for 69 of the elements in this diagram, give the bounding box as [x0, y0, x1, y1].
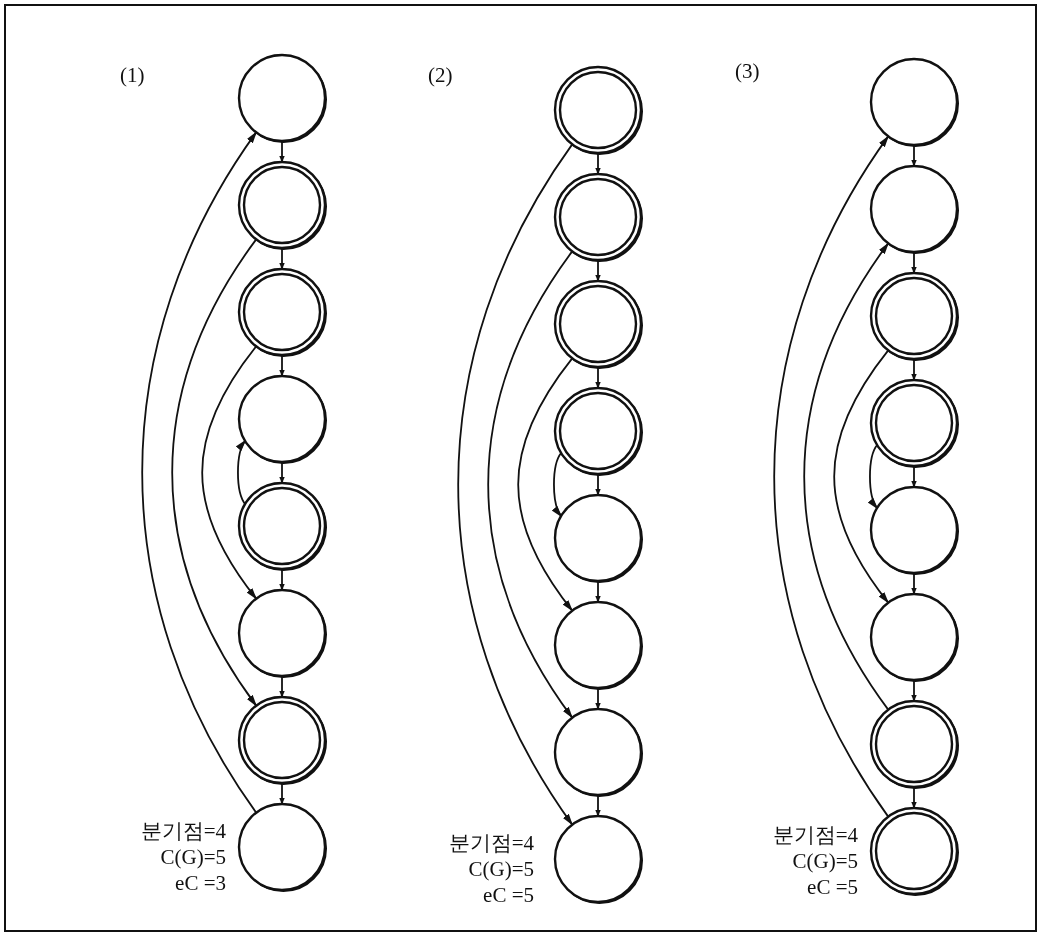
double-state-circle: [238, 268, 328, 358]
double-state-circle: [870, 272, 960, 362]
metric-text: eC =5: [482, 882, 534, 908]
double-state-circle: [238, 482, 328, 572]
state-circle: [238, 375, 328, 465]
arrow: [279, 782, 285, 805]
double-state-circle: [554, 387, 644, 477]
arrow: [595, 473, 601, 496]
state-circle: [870, 593, 960, 683]
state-circle: [870, 486, 960, 576]
arrow: [911, 572, 917, 595]
state-circle: [238, 803, 328, 893]
arrow: [279, 675, 285, 698]
panel-number: (2): [428, 62, 454, 88]
double-state-circle: [554, 173, 644, 263]
double-state-circle: [870, 700, 960, 790]
metric-text: C(G)=5: [159, 844, 226, 870]
state-circle: [554, 815, 644, 905]
curved-arrow: [868, 443, 879, 510]
metric-text: 분기점=4: [139, 818, 226, 844]
arrow: [595, 366, 601, 389]
state-circle: [870, 58, 960, 148]
curved-arrow: [236, 439, 247, 506]
double-state-circle: [238, 696, 328, 786]
curved-arrow: [487, 250, 574, 719]
arrow: [911, 465, 917, 488]
arrow: [595, 687, 601, 710]
state-circle: [554, 601, 644, 691]
panel-number: (1): [120, 62, 146, 88]
double-state-circle: [870, 807, 960, 897]
curved-arrow: [552, 451, 563, 518]
state-circle: [238, 54, 328, 144]
metric-text: C(G)=5: [467, 856, 534, 882]
curved-arrow: [171, 238, 258, 707]
arrow: [279, 568, 285, 591]
arrow: [595, 794, 601, 817]
arrow: [279, 461, 285, 484]
arrow: [279, 140, 285, 163]
curved-arrow: [803, 242, 890, 711]
arrow: [911, 251, 917, 274]
double-state-circle: [554, 66, 644, 156]
curved-arrow: [457, 143, 574, 826]
state-circle: [870, 165, 960, 255]
double-state-circle: [238, 161, 328, 251]
curved-arrow: [773, 135, 890, 818]
curved-arrow: [141, 131, 258, 814]
metric-text: C(G)=5: [791, 848, 858, 874]
double-state-circle: [870, 379, 960, 469]
panel-number: (3): [735, 58, 761, 84]
state-circle: [554, 494, 644, 584]
arrow: [911, 679, 917, 702]
curved-arrow: [517, 357, 574, 612]
arrow: [595, 259, 601, 282]
state-circle: [238, 589, 328, 679]
curved-arrow: [833, 349, 890, 604]
metric-text: eC =3: [174, 870, 226, 896]
arrow: [279, 247, 285, 270]
double-state-circle: [554, 280, 644, 370]
metric-text: 분기점=4: [771, 822, 858, 848]
arrow: [595, 580, 601, 603]
metric-text: 분기점=4: [447, 830, 534, 856]
arrow: [595, 152, 601, 175]
curved-arrow: [201, 345, 258, 600]
arrow: [911, 358, 917, 381]
metric-text: eC =5: [806, 874, 858, 900]
arrow: [911, 144, 917, 167]
arrow: [279, 354, 285, 377]
state-circle: [554, 708, 644, 798]
arrow: [911, 786, 917, 809]
